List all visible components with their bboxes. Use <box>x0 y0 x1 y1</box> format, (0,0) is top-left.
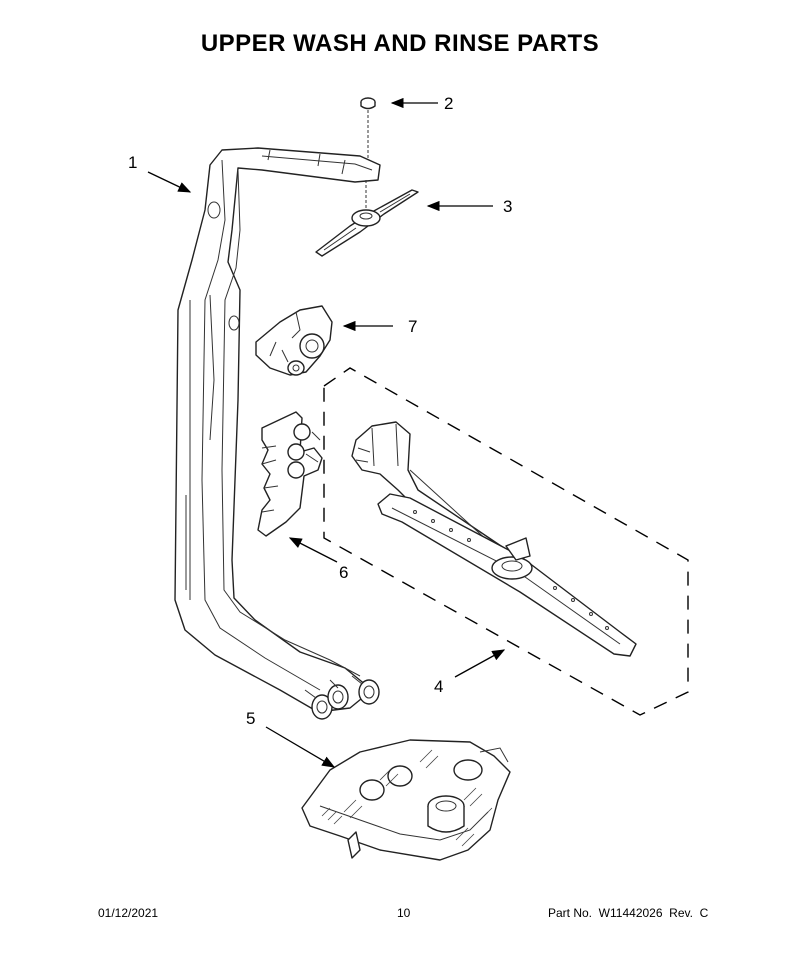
callout-7: 7 <box>408 317 417 336</box>
part-1-manifold-tube[interactable] <box>174 147 381 720</box>
callout-4: 4 <box>434 677 443 696</box>
part-7-diverter[interactable] <box>255 305 333 376</box>
part-3-spray-arm[interactable] <box>315 189 419 257</box>
footer-part-number: Part No. W11442026 Rev. C <box>548 906 709 920</box>
footer-date: 01/12/2021 <box>98 906 159 920</box>
callout-6: 6 <box>339 563 348 582</box>
part-2-cap[interactable] <box>360 97 376 210</box>
callout-3: 3 <box>503 197 512 216</box>
footer-page-number: 10 <box>397 906 411 920</box>
part-4-lower-spray-assembly[interactable] <box>323 367 689 716</box>
callout-2: 2 <box>444 94 453 113</box>
part-5-sump[interactable] <box>301 739 511 861</box>
callout-5: 5 <box>246 709 255 728</box>
page-title: UPPER WASH AND RINSE PARTS <box>200 30 600 57</box>
callout-1: 1 <box>128 153 137 172</box>
part-6-bracket[interactable] <box>257 411 323 537</box>
